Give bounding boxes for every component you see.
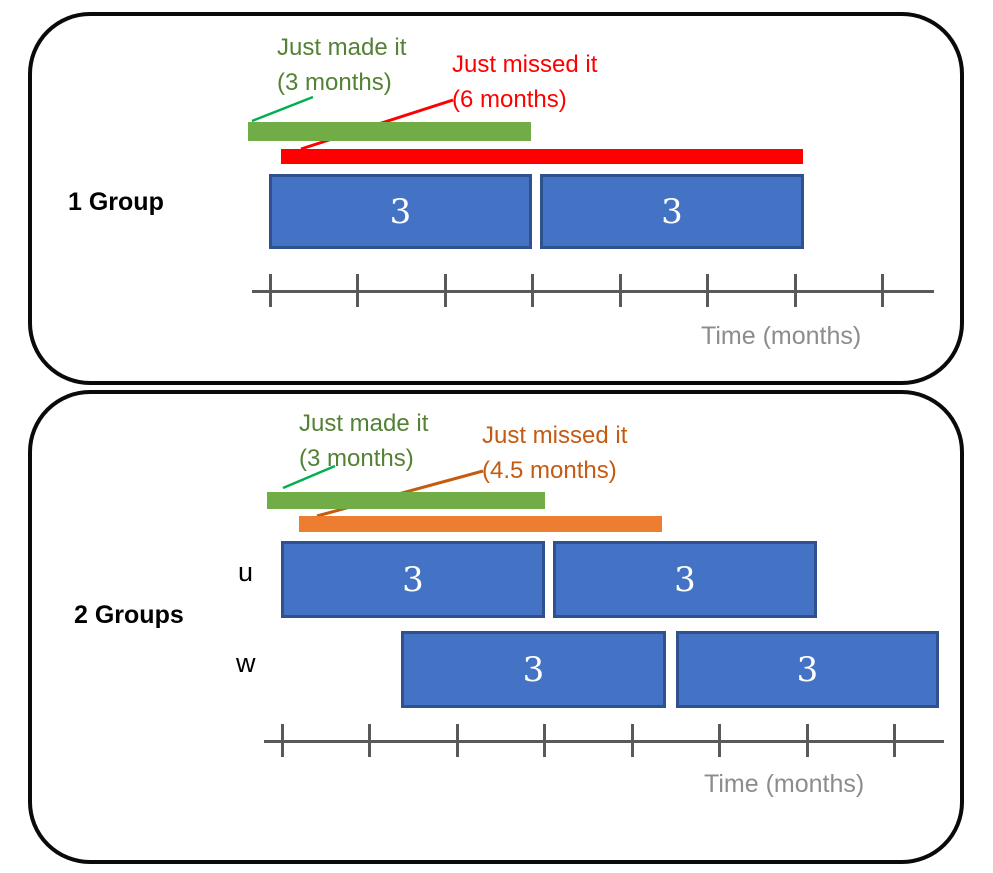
made-it-label-line2: (3 months): [277, 69, 392, 96]
panel-title: 2 Groups: [74, 601, 184, 629]
missed-it-label-line2: (4.5 months): [482, 457, 617, 484]
missed-it-bar: [299, 516, 662, 532]
made-it-bar: [267, 492, 545, 509]
axis-tick: [543, 724, 546, 757]
missed-it-label: Just missed it (6 months): [452, 47, 597, 117]
missed-it-bar: [281, 149, 803, 164]
made-it-label: Just made it (3 months): [277, 30, 406, 100]
cohort-box-value: 3: [674, 559, 696, 600]
missed-it-label-line1: Just missed it: [452, 51, 598, 78]
made-it-leader-line: [251, 95, 314, 123]
row-label-w: w: [236, 648, 256, 678]
axis-tick: [631, 724, 634, 757]
axis-label: Time (months): [704, 770, 865, 798]
axis-tick: [706, 274, 709, 307]
made-it-label: Just made it (3 months): [299, 406, 428, 476]
made-it-bar: [248, 122, 531, 141]
axis-tick: [794, 274, 797, 307]
panel-2-groups: Just made it (3 months) Just missed it (…: [28, 390, 964, 864]
axis-tick: [881, 274, 884, 307]
cohort-box: 3: [540, 174, 804, 249]
axis-tick: [456, 724, 459, 757]
cohort-box-value: 3: [402, 559, 424, 600]
made-it-label-line1: Just made it: [277, 34, 407, 61]
axis-tick: [269, 274, 272, 307]
axis-tick: [718, 724, 721, 757]
axis-tick: [893, 724, 896, 757]
axis-tick: [368, 724, 371, 757]
axis-tick: [281, 724, 284, 757]
cohort-box: 3: [553, 541, 817, 618]
cohort-box: 3: [281, 541, 545, 618]
missed-it-label-line1: Just missed it: [482, 422, 628, 449]
cohort-box: 3: [269, 174, 532, 249]
axis-tick: [531, 274, 534, 307]
axis-tick: [619, 274, 622, 307]
made-it-label-line1: Just made it: [299, 410, 429, 437]
axis-tick: [356, 274, 359, 307]
axis-line: [252, 290, 934, 293]
cohort-box-value: 3: [661, 191, 683, 232]
missed-it-label-line2: (6 months): [452, 86, 567, 113]
cohort-box: 3: [676, 631, 939, 708]
axis-tick: [806, 724, 809, 757]
axis-line: [264, 740, 944, 743]
row-label-u: u: [238, 557, 254, 587]
missed-it-label: Just missed it (4.5 months): [482, 418, 627, 488]
cohort-box-value: 3: [796, 649, 819, 690]
cohort-box-value: 3: [389, 191, 412, 232]
cohort-box: 3: [401, 631, 666, 708]
panel-1-group: Just made it (3 months) Just missed it (…: [28, 12, 964, 385]
cohort-box-value: 3: [522, 649, 545, 690]
panel-title: 1 Group: [68, 188, 164, 216]
axis-tick: [444, 274, 447, 307]
made-it-label-line2: (3 months): [299, 445, 414, 472]
axis-label: Time (months): [701, 322, 862, 350]
